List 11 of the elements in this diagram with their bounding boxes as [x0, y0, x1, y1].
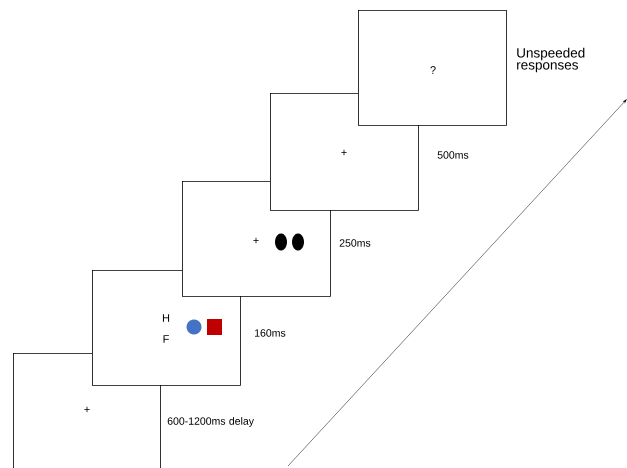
- screen-symbol: +: [253, 238, 259, 244]
- screen-symbol: +: [84, 406, 90, 412]
- duration-label: 500ms: [438, 151, 468, 159]
- screen-symbol: +: [341, 150, 347, 156]
- screen-symbol: ?: [430, 66, 436, 74]
- screen-symbol: F: [164, 335, 169, 343]
- duration-label: 600-1200ms delay: [168, 417, 254, 427]
- duration-label: Unspeeded responses: [517, 48, 584, 72]
- duration-label: 250ms: [340, 239, 370, 247]
- duration-label: 160ms: [255, 329, 286, 337]
- screen-symbol: H: [162, 314, 170, 322]
